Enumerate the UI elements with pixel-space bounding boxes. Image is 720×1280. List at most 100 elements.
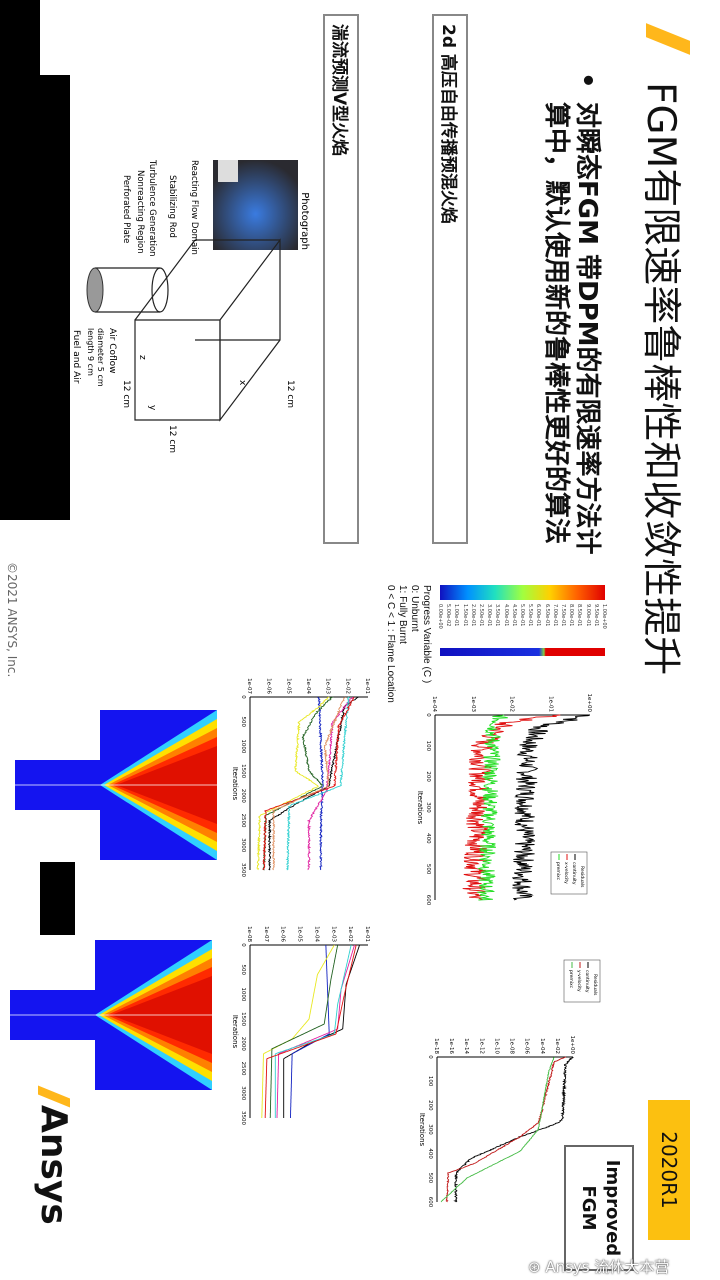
x-tick-label: 3000 [240, 838, 246, 852]
legend-entry: continuity [571, 862, 577, 885]
x-tick-label: 300 [425, 802, 431, 813]
x-tick-label: 1000 [240, 739, 246, 753]
axis-z: z [137, 355, 147, 360]
axis-x: x [237, 380, 247, 386]
series-line-s3 [256, 696, 330, 871]
legend-entry: Residuals [579, 866, 585, 888]
flame-contour-1 [15, 710, 217, 860]
y-tick-label: 1e-02 [347, 926, 353, 942]
ansys-logo: Ansys [33, 1085, 74, 1225]
y-tick-label: 1e-03 [325, 678, 331, 694]
x-tick-label: 0 [425, 713, 431, 717]
y-tick-label: 1e-05 [297, 926, 303, 942]
bullet-text: 对瞬态FGM 带DPM的有限速率方法计算中，默认使用新的鲁棒性更好的算法 [541, 102, 602, 555]
page-title: FGM有限速率鲁棒性和收敛性提升 [638, 82, 683, 676]
x-tick-label: 1500 [240, 1012, 246, 1026]
colorbar-label: 7.00e-01 [551, 604, 558, 627]
y-tick-label: 1e-07 [263, 926, 269, 942]
residual-chart-2: 1e+001e-021e-041e-061e-081e-101e-121e-14… [418, 959, 601, 1208]
y-tick-label: 1e-10 [493, 1038, 499, 1054]
x-tick-label: 3500 [240, 863, 246, 877]
wechat-icon: ⊛ [528, 1258, 546, 1276]
colorbar-label: 9.50e-01 [592, 604, 599, 627]
series-line-premixc [477, 714, 508, 901]
series-line-x-velocity [462, 714, 561, 901]
series-line-premixc [440, 1056, 555, 1203]
y-tick-label: 1e-02 [509, 696, 515, 712]
y-tick-label: 1e-12 [478, 1038, 484, 1054]
y-tick-label: 1e-06 [266, 678, 272, 694]
x-tick-label: 500 [240, 964, 246, 975]
series-line-s4 [269, 944, 339, 1118]
domain-cube [95, 238, 281, 422]
colorbar-label: 5.00e-01 [518, 604, 525, 627]
residual-chart-3: 1e-011e-021e-031e-041e-051e-061e-0705001… [231, 678, 370, 877]
y-tick-label: 1e-03 [330, 926, 336, 942]
colorbar-label: 8.00e-01 [568, 604, 575, 627]
series-line-s1 [267, 696, 359, 871]
improved-fgm-box: Improved FGM [564, 1145, 634, 1271]
dim-z: 12 cm [121, 380, 131, 408]
logo-text: Ansys [33, 1105, 74, 1225]
series-line-s7 [262, 696, 355, 871]
y-tick-label: 1e+00 [569, 1036, 575, 1055]
dim-x: 12 cm [285, 380, 295, 408]
colorbar-label: 5.50e-01 [527, 604, 534, 627]
legend-entry: y-velocity [576, 970, 582, 992]
x-tick-label: 300 [427, 1124, 433, 1135]
legend-entry: premixc [555, 862, 561, 881]
series-line-s5 [276, 944, 355, 1118]
y-tick-label: 1e-08 [246, 926, 252, 942]
y-tick-label: 1e-16 [448, 1038, 454, 1054]
series-line-s1 [283, 944, 361, 1118]
y-tick-label: 1e-01 [364, 926, 370, 942]
x-tick-label: 2000 [240, 789, 246, 803]
diagram-labels: Reacting Flow Domain Stabilizing Rod Tur… [121, 159, 199, 257]
bullet-icon: • [572, 72, 602, 89]
x-axis-label: Iterations [416, 791, 424, 825]
y-tick-label: 1e+00 [586, 694, 592, 713]
x-tick-label: 3000 [240, 1086, 246, 1100]
x-tick-label: 600 [427, 1197, 433, 1208]
residual-chart-1: 1e+001e-011e-021e-031e-04010020030040050… [416, 694, 592, 906]
label-perforated-plate: Perforated Plate [121, 175, 131, 243]
section-heading-v-flame: 湍流预测V型火焰 [323, 14, 359, 544]
y-tick-label: 1e-01 [364, 678, 370, 694]
series-line-s6 [274, 944, 352, 1118]
x-tick-label: 200 [427, 1100, 433, 1111]
y-tick-label: 1e-04 [539, 1038, 545, 1054]
y-tick-label: 1e-01 [547, 696, 553, 712]
x-tick-label: 3500 [240, 1111, 246, 1125]
y-tick-label: 1e-07 [246, 678, 252, 694]
x-tick-label: 500 [427, 1173, 433, 1184]
legend-entry: premixc [568, 970, 574, 989]
colorbar [440, 585, 605, 600]
watermark: ⊛ Ansys 流体大本营 [528, 1256, 669, 1277]
progress-variable-bar [440, 648, 605, 656]
x-tick-label: 2500 [240, 814, 246, 828]
y-tick-label: 1e-04 [305, 678, 311, 694]
colorbar-label: 3.50e-01 [494, 604, 501, 627]
flame-photograph [213, 160, 298, 250]
y-tick-label: 1e-04 [313, 926, 319, 942]
burner-diagram: Photograph 12 cm x 12 cm y z 12 cm Air C… [71, 159, 310, 453]
x-tick-label: 500 [240, 716, 246, 727]
x-tick-label: 100 [427, 1076, 433, 1087]
colorbar-label: 7.50e-01 [559, 604, 566, 627]
x-tick-label: 2000 [240, 1037, 246, 1051]
x-tick-label: 1500 [240, 764, 246, 778]
inlet-label: Fuel and Air [71, 330, 81, 384]
tube-dims1: diameter 5 cm [96, 328, 105, 387]
colorbar-label: 5.00e-02 [445, 604, 452, 627]
version-badge: 2020R1 [648, 1100, 690, 1240]
colorbar-label: 9.00e-01 [584, 604, 591, 627]
x-tick-label: 0 [427, 1055, 433, 1059]
y-tick-label: 1e-02 [344, 678, 350, 694]
y-tick-label: 1e-06 [280, 926, 286, 942]
x-tick-label: 2500 [240, 1062, 246, 1076]
legend-box [550, 851, 588, 895]
y-tick-label: 1e-04 [431, 696, 437, 712]
